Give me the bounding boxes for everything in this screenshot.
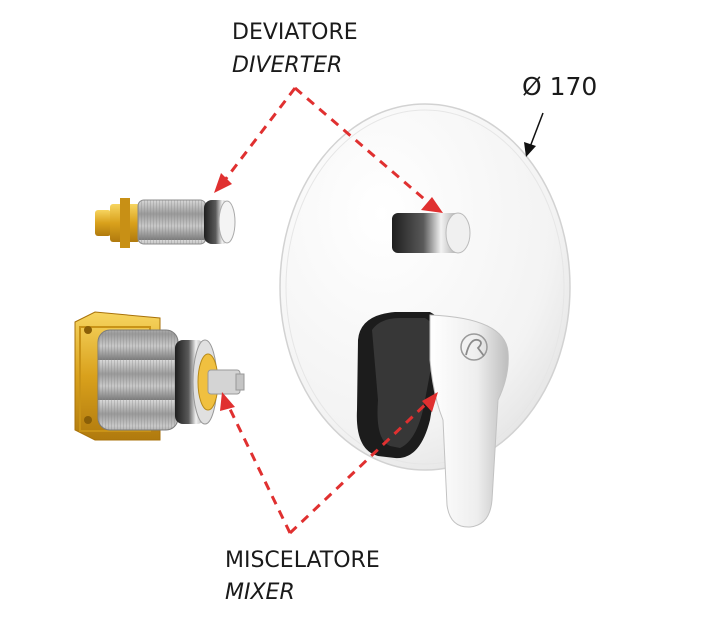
- diverter-arrowhead-right: [421, 197, 443, 213]
- diverter-arrowhead-left: [214, 173, 232, 193]
- diameter-label: Ø 170: [522, 72, 598, 101]
- mixer-label-english: MIXER: [225, 580, 295, 605]
- mixer-label: MISCELATORE: [225, 548, 380, 573]
- mixer-lever: [356, 312, 509, 528]
- mixer-callout-arrows: [226, 400, 430, 535]
- diverter-knob: [392, 212, 471, 254]
- mixer-body: [74, 311, 245, 441]
- diverter-label-english: DIVERTER: [232, 53, 343, 78]
- mixer-arrowhead-left: [220, 392, 235, 411]
- diameter-pointer: [524, 112, 544, 157]
- mixer-arrowhead-right: [422, 392, 438, 412]
- diverter-callout-arrows: [223, 86, 431, 206]
- rs-logo-icon: [460, 333, 488, 361]
- diverter-cartridge: [95, 198, 236, 248]
- diverter-label: DEVIATORE: [232, 20, 358, 45]
